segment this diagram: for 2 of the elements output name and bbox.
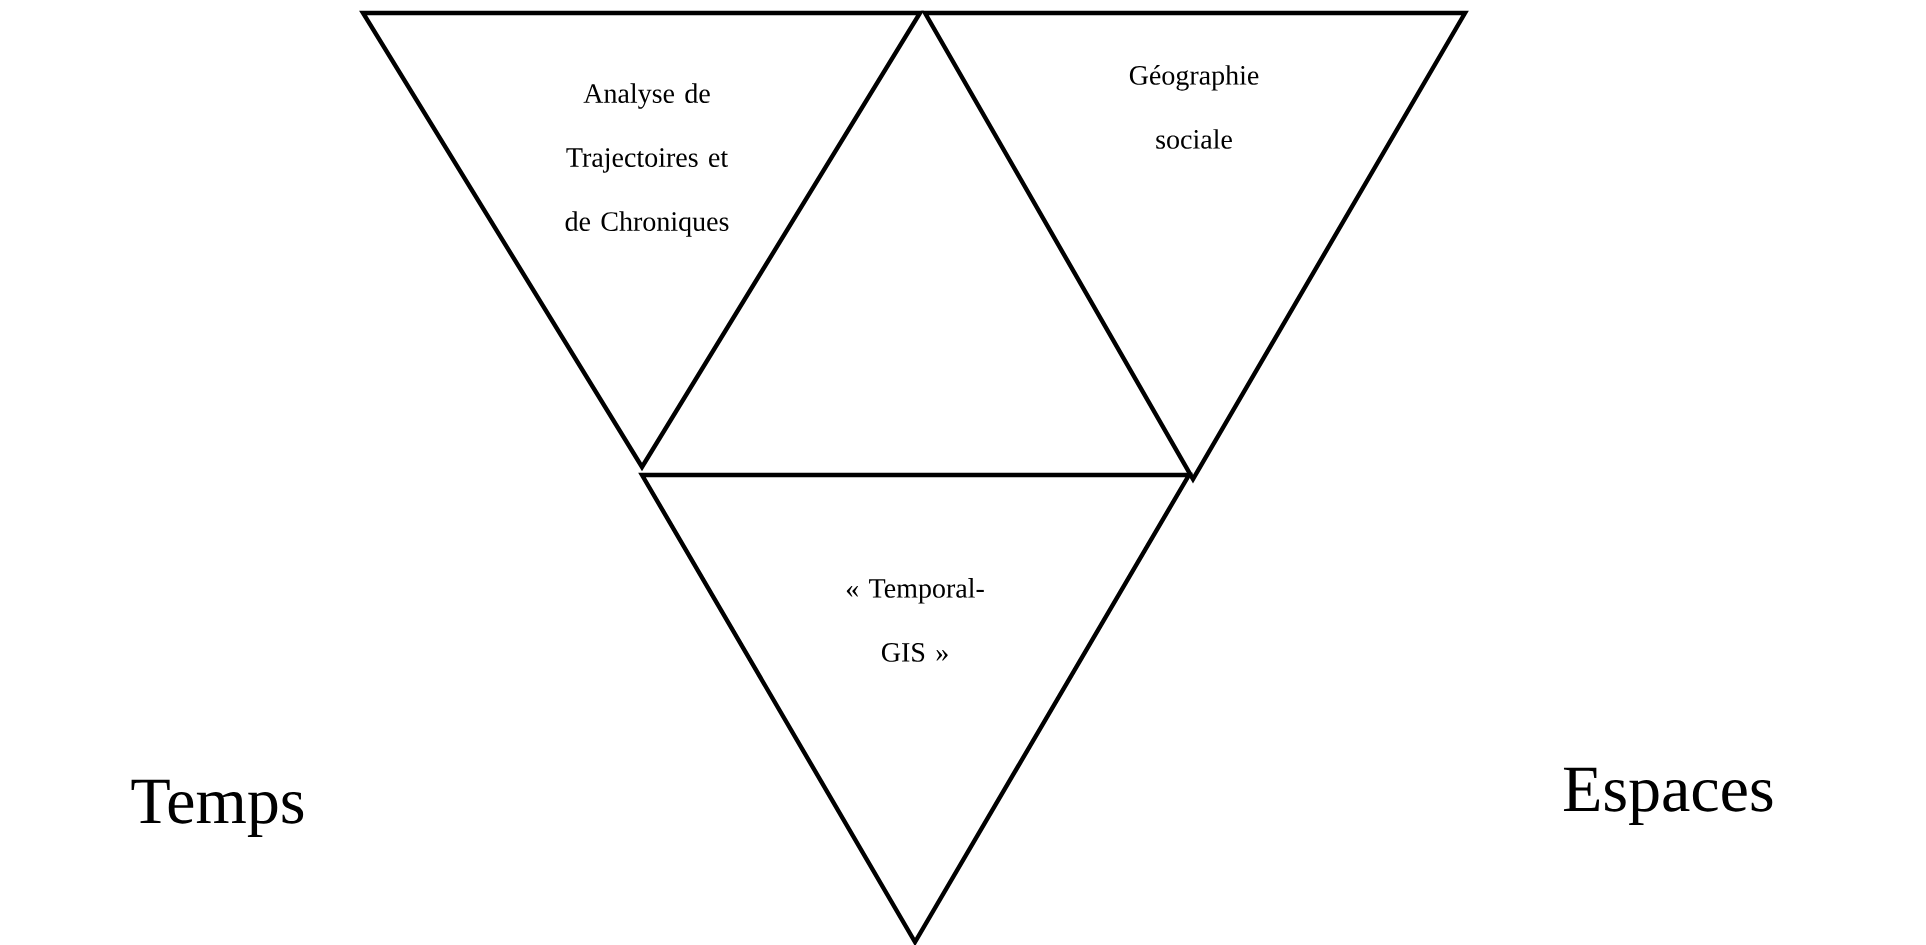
axis-label: Temps (131, 779, 304, 838)
axis-label: Espaces (1563, 767, 1773, 826)
